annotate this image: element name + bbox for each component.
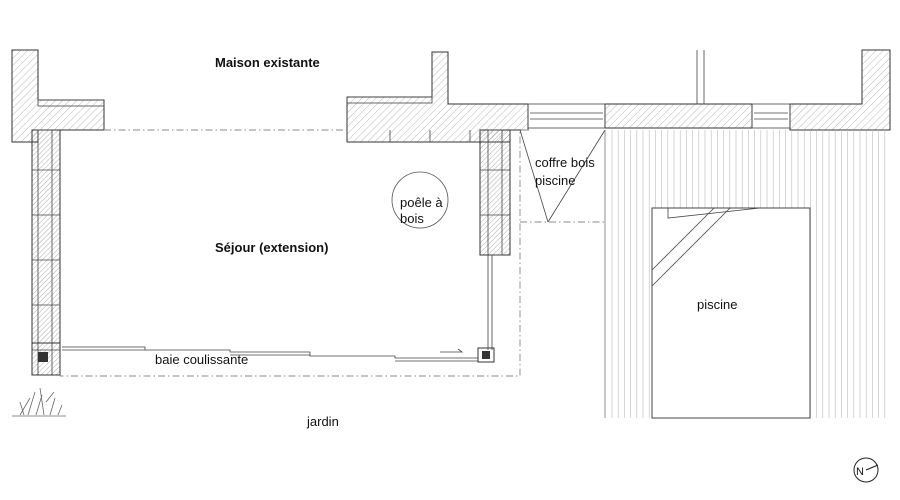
living-room-label: Séjour (extension) (215, 240, 328, 255)
existing-house-label: Maison existante (215, 55, 320, 70)
stove-circle (391, 171, 449, 229)
pool-box-label-line2: piscine (535, 173, 575, 188)
pool-label: piscine (697, 297, 737, 312)
sliding-window (62, 346, 478, 362)
pool-box (519, 129, 606, 223)
extension-outline (60, 129, 528, 377)
garden-label: jardin (306, 414, 339, 429)
stove-label-line2: bois (400, 211, 424, 226)
stove-label-line1: poêle à (400, 195, 443, 210)
pool-box-label-line1: coffre bois (535, 155, 595, 170)
plant-icon (12, 387, 66, 417)
extension-walls (31, 129, 511, 376)
pool (651, 207, 811, 419)
sliding-window-label: baie coulissante (155, 352, 248, 367)
north-label: N (856, 466, 864, 478)
north-arrow-icon: N (853, 457, 879, 483)
existing-house-walls (11, 49, 891, 143)
